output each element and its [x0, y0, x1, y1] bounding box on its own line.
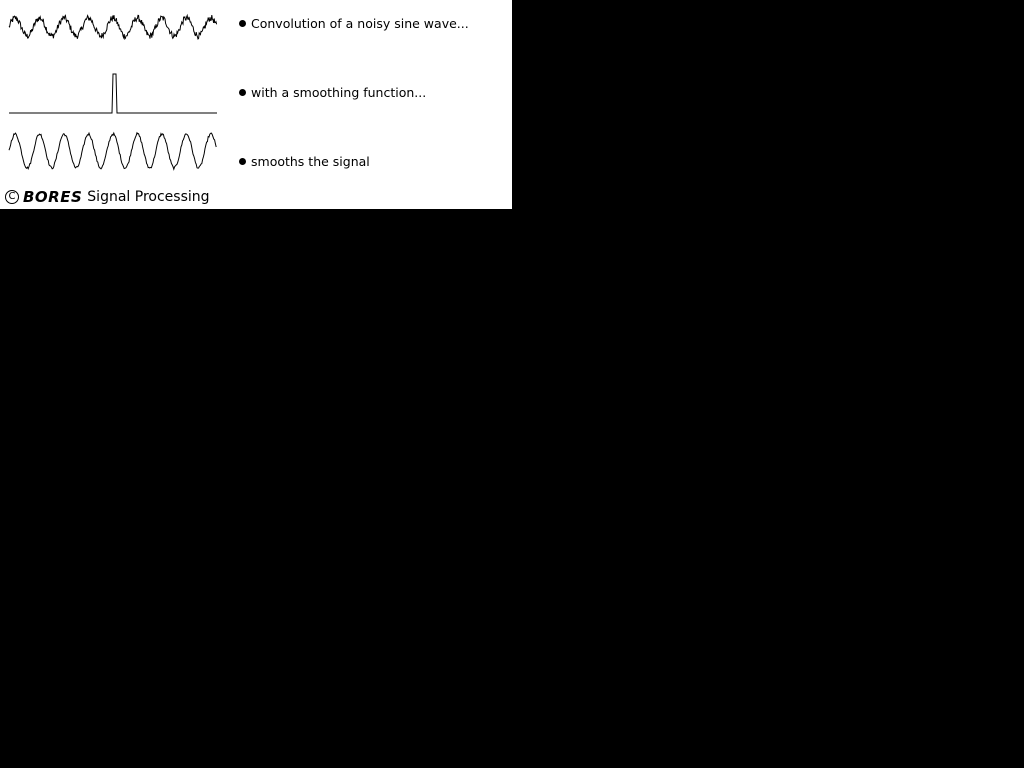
noisy-sine-wave: [8, 13, 218, 40]
caption-row-3: smooths the signal: [239, 152, 370, 170]
brand-tagline: Signal Processing: [87, 189, 210, 205]
smoothed-sine-wave: [8, 131, 217, 171]
caption-row-1: Convolution of a noisy sine wave...: [239, 14, 469, 32]
caption-noisy-signal: Convolution of a noisy sine wave...: [251, 15, 469, 31]
brand-logo: BORES: [23, 188, 83, 206]
footer-credit: C BORES Signal Processing: [5, 186, 210, 208]
bullet-icon: [239, 157, 246, 165]
bullet-icon: [239, 19, 246, 27]
waveforms: [8, 13, 218, 171]
caption-smoothed-signal: smooths the signal: [251, 153, 370, 169]
bullet-icon: [239, 88, 246, 96]
figure-panel: Convolution of a noisy sine wave... with…: [0, 0, 512, 209]
smoothing-function-pulse: [9, 73, 217, 114]
caption-row-2: with a smoothing function...: [239, 83, 426, 101]
copyright-icon: C: [5, 190, 19, 204]
caption-smoothing-function: with a smoothing function...: [251, 84, 427, 100]
